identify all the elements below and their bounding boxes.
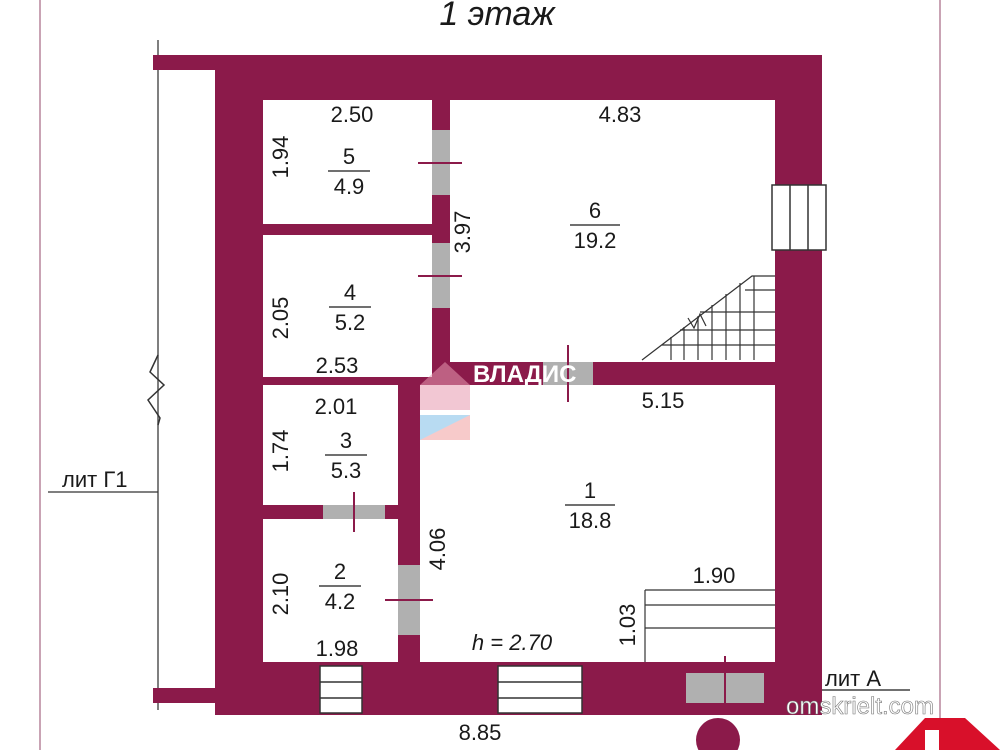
room-area: 19.2	[574, 228, 617, 253]
walls	[215, 55, 822, 715]
dim-room5-width: 2.50	[331, 102, 374, 127]
lit-g1-label: лит Г1	[62, 467, 127, 492]
dim-room1-height: 4.06	[425, 528, 450, 571]
room-area: 18.8	[569, 508, 612, 533]
wall-4-3	[255, 377, 435, 385]
room-label-3: 3 5.3	[325, 428, 367, 483]
room-label-1: 1 18.8	[565, 478, 615, 533]
dim-room2-height: 2.10	[268, 573, 293, 616]
lit-g1-structure	[48, 40, 218, 710]
room-interiors	[263, 100, 775, 662]
dim-stair-width: 1.90	[693, 563, 736, 588]
wall-right	[775, 55, 822, 715]
dim-room4-height: 2.05	[268, 297, 293, 340]
lit-a-label: лит А	[825, 666, 881, 691]
room-number: 5	[343, 144, 355, 169]
dim-stair-depth: 1.03	[615, 604, 640, 647]
dim-room3-width: 2.01	[315, 394, 358, 419]
door-swing-marks	[353, 162, 569, 601]
room-number: 1	[584, 478, 596, 503]
floor-title: 1 этаж	[439, 0, 556, 33]
staircase-lower	[644, 589, 775, 662]
wall-5-4	[255, 224, 435, 235]
room-area: 4.9	[334, 174, 365, 199]
dim-room6-width: 4.83	[599, 102, 642, 127]
dim-room5-height: 1.94	[268, 136, 293, 179]
dim-room4-width: 2.53	[316, 353, 359, 378]
dim-room2-width: 1.98	[316, 636, 359, 661]
room-label-2: 2 4.2	[319, 559, 361, 614]
room-area: 5.3	[331, 458, 362, 483]
room-number: 2	[334, 559, 346, 584]
room-label-6: 6 19.2	[570, 198, 620, 253]
room-area: 5.2	[335, 310, 366, 335]
ceiling-height: h = 2.70	[472, 630, 553, 655]
dim-room6-height: 3.97	[450, 211, 475, 254]
room-number: 3	[340, 428, 352, 453]
room-area: 4.2	[325, 589, 356, 614]
watermark-logo	[420, 362, 470, 440]
staircase-upper	[641, 275, 775, 361]
room-label-5: 5 4.9	[328, 144, 370, 199]
dim-total-width: 8.85	[459, 720, 502, 745]
dim-room1-width: 5.15	[642, 388, 685, 413]
room-label-4: 4 5.2	[329, 280, 371, 335]
entrance-marker	[696, 718, 740, 750]
site-watermark	[895, 718, 1000, 750]
site-url: omskrielt.com	[786, 693, 934, 720]
windows	[319, 184, 827, 714]
watermark-brand: ВЛАДИС	[473, 361, 576, 388]
dim-room3-height: 1.74	[268, 430, 293, 473]
room-number: 4	[344, 280, 356, 305]
room-number: 6	[589, 198, 601, 223]
wall-top	[215, 55, 822, 100]
